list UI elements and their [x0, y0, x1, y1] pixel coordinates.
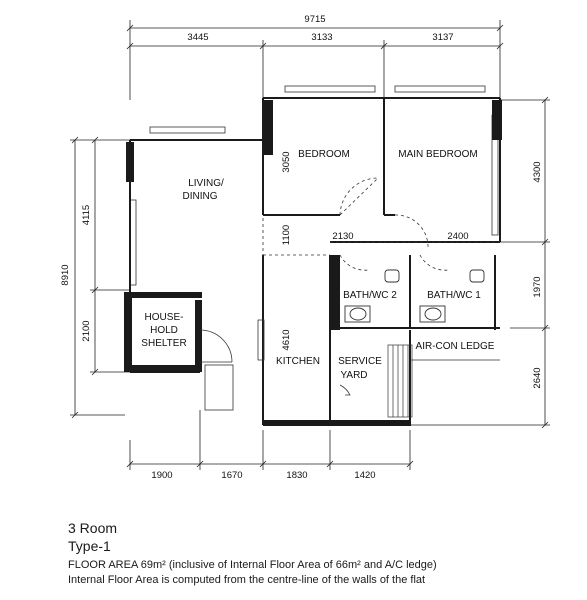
- doors: [199, 177, 449, 411]
- right-dim-1: 4300: [532, 161, 543, 182]
- bottom-dim-2: 1670: [221, 470, 242, 481]
- bottom-dim-4: 1420: [354, 470, 375, 481]
- fixtures: [344, 269, 485, 323]
- flat-type-variant: Type-1: [68, 538, 111, 554]
- top-dimension-lines: [126, 20, 504, 100]
- toilet-icon: [384, 269, 400, 283]
- right-dim-2: 1970: [532, 276, 543, 297]
- room-living-line2: DINING: [183, 191, 218, 202]
- room-service-line2: YARD: [340, 370, 367, 381]
- room-shelter-line3: SHELTER: [141, 338, 186, 349]
- top-dim-2: 3133: [311, 32, 332, 43]
- yard-grating: [387, 344, 500, 418]
- toilet-icon: [469, 269, 485, 283]
- room-living-line1: LIVING/: [188, 178, 224, 189]
- structural-walls: [124, 100, 502, 426]
- basin-icon: [424, 307, 442, 321]
- floor-plan: 9715 3445 3133 3137 1900 1670 1830 1420 …: [60, 14, 550, 481]
- overall-width-label: 9715: [304, 14, 325, 25]
- bottom-dimension-lines: [126, 410, 414, 470]
- basin-icon: [349, 307, 367, 321]
- left-dim-2: 2100: [81, 320, 92, 341]
- bottom-dim-3: 1830: [286, 470, 307, 481]
- right-dim-3: 2640: [532, 367, 543, 388]
- floor-area-note: Internal Floor Area is computed from the…: [68, 574, 426, 586]
- top-dim-1: 3445: [187, 32, 208, 43]
- dim-2400: 2400: [447, 231, 468, 242]
- bottom-dim-1: 1900: [151, 470, 172, 481]
- room-shelter-line1: HOUSE-: [145, 312, 184, 323]
- left-dim-1: 4115: [81, 205, 92, 225]
- room-service-line1: SERVICE: [338, 356, 382, 367]
- room-kitchen: KITCHEN: [276, 356, 320, 367]
- room-bath2: BATH/WC 2: [343, 290, 397, 301]
- room-aircon-ledge: AIR-CON LEDGE: [416, 341, 495, 352]
- dim-2130: 2130: [332, 231, 353, 242]
- dim-4610: 4610: [281, 329, 292, 350]
- left-dimension-lines: [70, 136, 130, 419]
- room-main-bedroom: MAIN BEDROOM: [398, 149, 477, 160]
- dim-1100: 1100: [281, 225, 292, 245]
- floor-area-text: FLOOR AREA 69m² (inclusive of Internal F…: [68, 559, 437, 571]
- dashed-lines: [262, 218, 500, 256]
- dim-3050: 3050: [281, 151, 292, 172]
- right-dimension-lines: [410, 96, 550, 429]
- overall-height-label: 8910: [60, 264, 71, 285]
- windows: [129, 85, 499, 286]
- top-dim-3: 3137: [432, 32, 453, 43]
- room-shelter-line2: HOLD: [150, 325, 178, 336]
- room-bedroom: BEDROOM: [298, 149, 350, 160]
- room-bath1: BATH/WC 1: [427, 290, 481, 301]
- flat-type-title: 3 Room: [68, 520, 118, 536]
- walls: [129, 97, 501, 426]
